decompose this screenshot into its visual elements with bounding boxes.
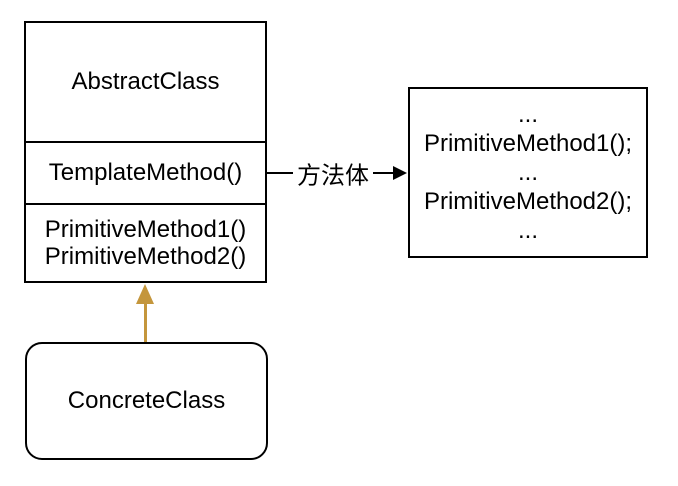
code-line: PrimitiveMethod2(); [423,188,633,215]
primitive-method-1-label: PrimitiveMethod1() [44,216,247,243]
right-arrowhead-icon [393,166,407,180]
abstract-class-name: AbstractClass [26,23,265,143]
code-line: PrimitiveMethod1(); [423,130,633,157]
inheritance-connector-line [144,302,147,342]
code-line: ... [517,217,538,244]
method-body-node: ... PrimitiveMethod1(); ... PrimitiveMet… [408,87,648,258]
primitive-methods-compartment: PrimitiveMethod1() PrimitiveMethod2() [26,205,265,281]
primitive-method-2-label: PrimitiveMethod2() [44,243,247,270]
template-method-label: TemplateMethod() [26,143,265,205]
code-line: ... [517,101,538,128]
up-arrowhead-icon [136,284,154,304]
abstract-class-node: AbstractClass TemplateMethod() Primitive… [24,21,267,283]
code-line: ... [517,159,538,186]
method-body-connector-label: 方法体 [293,155,373,191]
concrete-class-name: ConcreteClass [67,387,226,414]
concrete-class-node: ConcreteClass [25,342,268,460]
